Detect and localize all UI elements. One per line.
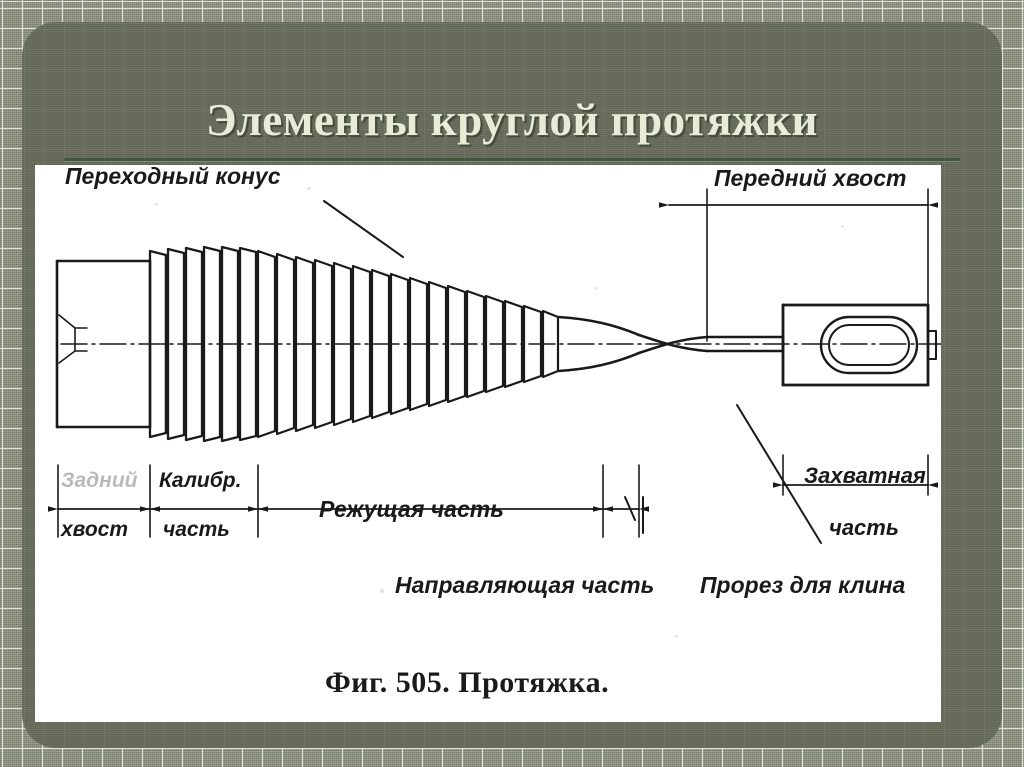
rear-shank-chamfer [58,314,88,364]
gripping-part-body [781,303,930,387]
label-gripping-line1: Захватная [804,463,926,488]
label-transition-cone: Переходный конус [65,165,281,189]
guiding-part-body [556,315,641,373]
scan-speck [465,675,468,678]
label-front-shank: Передний хвост [714,165,906,191]
scan-speck [675,635,678,638]
label-rear-shank-line1: Задний [61,469,138,492]
title-underline-rule [64,158,960,161]
scan-speck [380,589,384,593]
label-calibrating-line2: часть [163,518,230,541]
label-gripping-line2: часть [829,515,899,540]
label-calibrating-line1: Калибр. [159,469,241,492]
label-cutting-part: Режущая часть [319,496,504,522]
transition-cone-leader [323,200,404,258]
figure-caption: Фиг. 505. Протяжка. [325,666,609,699]
extension-lines [57,188,929,538]
transition-cone-body [637,333,709,355]
label-rear-shank-line2: хвост [60,518,128,541]
label-wedge-slot: Прорез для клина [700,572,906,598]
scan-speck [595,287,598,290]
calibrating-teeth [148,245,258,443]
figure-panel: Переходный конус Передний хвост Задний х… [35,165,941,722]
label-guiding-part: Направляющая часть [395,572,654,598]
scan-speck [307,187,311,190]
wedge-slot-leader [736,404,822,544]
slide-content-panel: Элементы круглой протяжки [22,22,1002,748]
scan-speck [155,203,158,206]
scan-speck [841,225,844,228]
wedge-slot-inner [828,324,910,366]
page-title: Элементы круглой протяжки [206,95,818,145]
broach-technical-drawing: Переходный конус Передний хвост Задний х… [48,165,941,699]
dimension-lines [48,202,938,512]
gripping-end-step [927,330,937,360]
wedge-slot-outer [819,315,919,375]
cutting-teeth [256,249,560,439]
